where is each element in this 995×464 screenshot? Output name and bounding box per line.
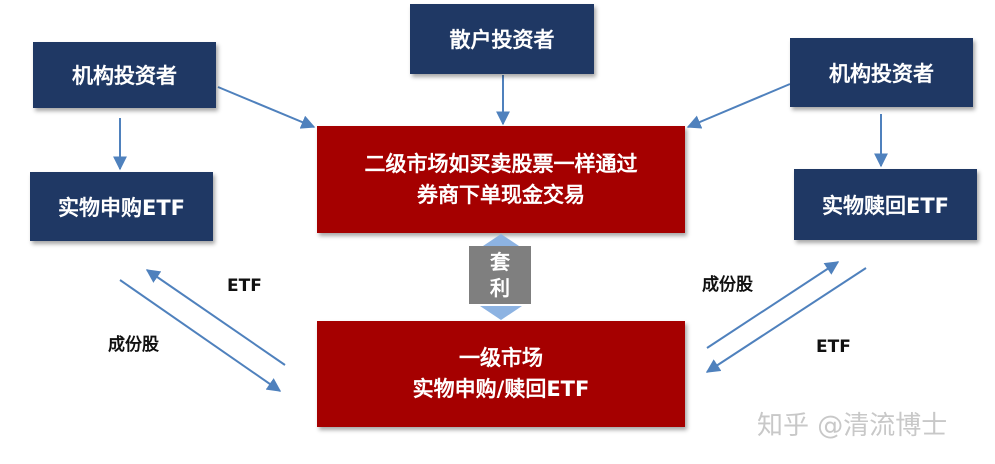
physical-redeem-label: 实物赎回ETF — [821, 193, 949, 218]
left-constituents-label: 成份股 — [108, 335, 159, 355]
retail-investor-box: 散户投资者 — [410, 4, 594, 74]
arbitrage-char2: 利 — [490, 276, 510, 300]
physical-subscribe-label: 实物申购ETF — [57, 195, 185, 220]
institutional-investor-left-label: 机构投资者 — [72, 64, 177, 88]
arbitrage-char1: 套 — [490, 250, 510, 274]
arrow-inst-right-to-secondary — [686, 83, 791, 129]
watermark: 知乎 @清流博士 — [757, 411, 948, 441]
arrow-right-etf-to-primary — [705, 267, 867, 373]
retail-investor-label: 散户投资者 — [449, 28, 555, 52]
arrow-inst-left-to-secondary — [217, 86, 316, 129]
arrow-primary-to-left-etf — [145, 269, 286, 366]
arbitrage-double-arrow — [480, 234, 522, 320]
secondary-market-line2: 券商下单现金交易 — [417, 182, 585, 207]
institutional-investor-right-box: 机构投资者 — [790, 38, 973, 107]
right-etf-label: ETF — [816, 337, 851, 357]
arbitrage-label-box: 套 利 — [469, 246, 531, 304]
secondary-market-line1: 二级市场如买卖股票一样通过 — [364, 151, 638, 176]
primary-market-line2: 实物申购/赎回ETF — [412, 377, 590, 401]
physical-redeem-box: 实物赎回ETF — [794, 169, 977, 240]
right-constituents-label: 成份股 — [702, 275, 753, 295]
primary-market-line1: 一级市场 — [459, 346, 543, 370]
institutional-investor-right-label: 机构投资者 — [829, 61, 934, 86]
primary-market-box: 一级市场 实物申购/赎回ETF — [317, 321, 685, 427]
physical-subscribe-box: 实物申购ETF — [30, 172, 213, 241]
left-etf-label: ETF — [227, 276, 262, 296]
secondary-market-box: 二级市场如买卖股票一样通过 券商下单现金交易 — [317, 126, 685, 233]
institutional-investor-left-box: 机构投资者 — [33, 42, 216, 108]
arrow-left-constituents-to-primary — [119, 279, 282, 392]
arrow-primary-to-right-constituents — [706, 261, 840, 349]
